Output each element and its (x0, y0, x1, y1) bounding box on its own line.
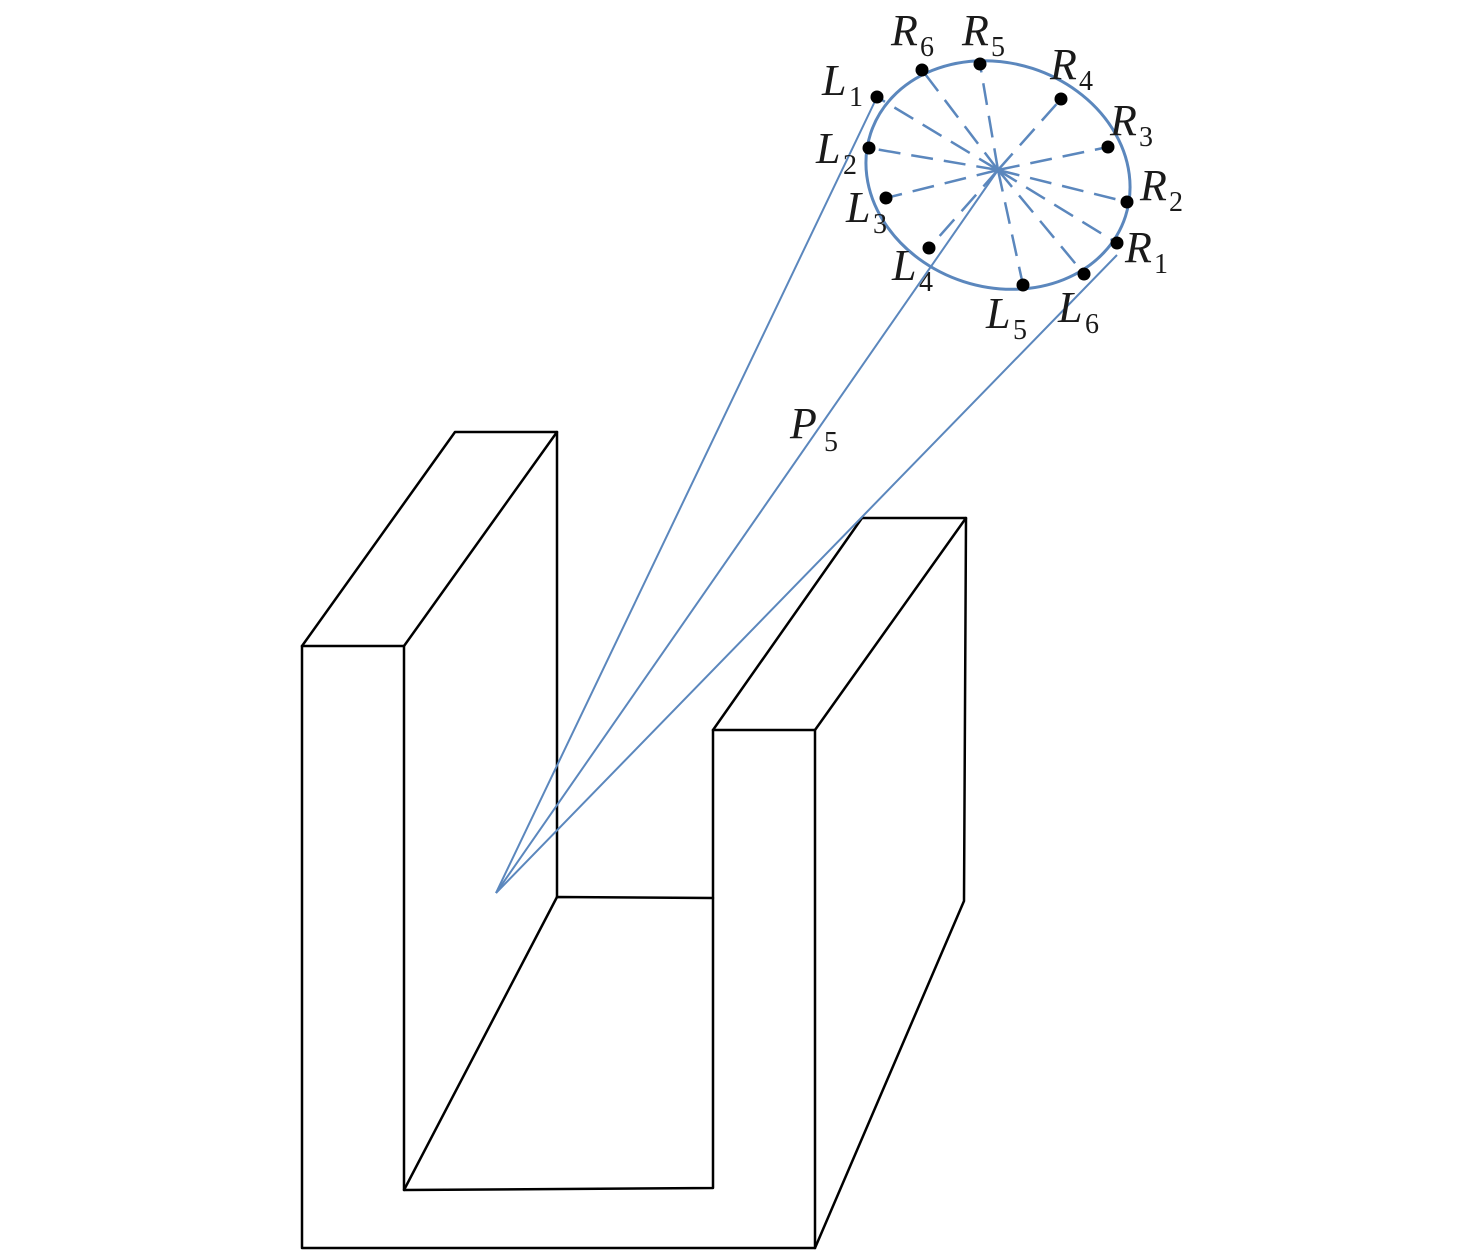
point-r1 (1110, 236, 1124, 250)
label-l4: L 4 (891, 241, 933, 298)
point-l4 (922, 241, 936, 255)
point-r3 (1101, 140, 1115, 154)
label-l6-subscript: 6 (1085, 309, 1099, 340)
radius-r4 (997, 98, 1062, 171)
ellipse-points (862, 57, 1134, 292)
sky-ellipse (864, 59, 1132, 291)
radius-r2 (997, 168, 1128, 204)
label-r5: R 5 (961, 6, 1005, 63)
sight-rays (495, 96, 1118, 894)
point-l6 (1077, 267, 1091, 281)
label-r2: R 2 (1139, 161, 1183, 218)
label-r1-letter: R (1124, 223, 1152, 272)
label-p5-letter: P (789, 399, 817, 448)
left-wall-top-face (300, 430, 559, 648)
label-l5-letter: L (985, 289, 1010, 338)
radius-r3 (997, 145, 1109, 172)
ray-p5 (495, 169, 999, 894)
label-l4-letter: L (891, 241, 916, 290)
point-labels: R 6 R 5 R 4 R 3 R 2 R 1 L 1 L 2 (789, 6, 1183, 458)
label-p5: P 5 (789, 399, 838, 458)
label-l2-letter: L (815, 124, 840, 173)
point-l2 (862, 141, 876, 155)
point-r2 (1120, 195, 1134, 209)
radius-r6 (921, 69, 999, 171)
point-l3 (879, 191, 893, 205)
ray-to-r1 (495, 254, 1118, 894)
radius-l3 (885, 168, 999, 200)
label-r3-letter: R (1109, 96, 1137, 145)
right-wall-side-face (813, 516, 968, 1250)
radius-l2 (868, 146, 999, 172)
channel-floor-edges (402, 895, 715, 1192)
label-l6-letter: L (1057, 283, 1082, 332)
label-l1-letter: L (821, 56, 846, 105)
label-l6: L 6 (1057, 283, 1099, 340)
label-l1-subscript: 1 (849, 82, 863, 113)
label-r5-subscript: 5 (991, 32, 1005, 63)
label-r5-letter: R (961, 6, 989, 55)
label-l3-subscript: 3 (873, 209, 887, 240)
radius-r1 (997, 168, 1118, 245)
radius-l4 (928, 169, 999, 249)
label-r6-subscript: 6 (920, 32, 934, 63)
label-l1: L 1 (821, 56, 863, 113)
label-l2: L 2 (815, 124, 857, 181)
label-l3-letter: L (845, 183, 870, 232)
point-r6 (915, 63, 929, 77)
radius-l5 (996, 169, 1025, 286)
label-l5-subscript: 5 (1013, 315, 1027, 346)
ellipse-radii (868, 63, 1128, 286)
label-l3: L 3 (845, 183, 887, 240)
point-r4 (1054, 92, 1068, 106)
label-l4-subscript: 4 (919, 267, 933, 298)
label-r1: R 1 (1124, 223, 1168, 280)
block-front-outline (300, 644, 817, 1250)
u-channel-block (300, 430, 968, 1250)
label-r4-letter: R (1049, 40, 1077, 89)
radius-l6 (997, 169, 1085, 275)
point-l5 (1016, 278, 1030, 292)
label-r2-letter: R (1139, 161, 1167, 210)
label-r6: R 6 (890, 6, 934, 63)
right-wall-top-face (711, 516, 968, 732)
label-r4: R 4 (1049, 40, 1093, 97)
ray-to-l1 (495, 96, 878, 894)
label-r2-subscript: 2 (1169, 187, 1183, 218)
point-r5 (973, 57, 987, 71)
point-l1 (870, 90, 884, 104)
label-l5: L 5 (985, 289, 1027, 346)
label-r4-subscript: 4 (1079, 66, 1093, 97)
label-l2-subscript: 2 (843, 150, 857, 181)
label-r3: R 3 (1109, 96, 1153, 153)
label-r3-subscript: 3 (1139, 122, 1153, 153)
label-r1-subscript: 1 (1154, 249, 1168, 280)
label-p5-subscript: 5 (824, 427, 838, 458)
sky-ellipse-group (862, 57, 1134, 292)
radius-l1 (876, 95, 999, 172)
label-r6-letter: R (890, 6, 918, 55)
radius-r5 (978, 63, 1000, 171)
